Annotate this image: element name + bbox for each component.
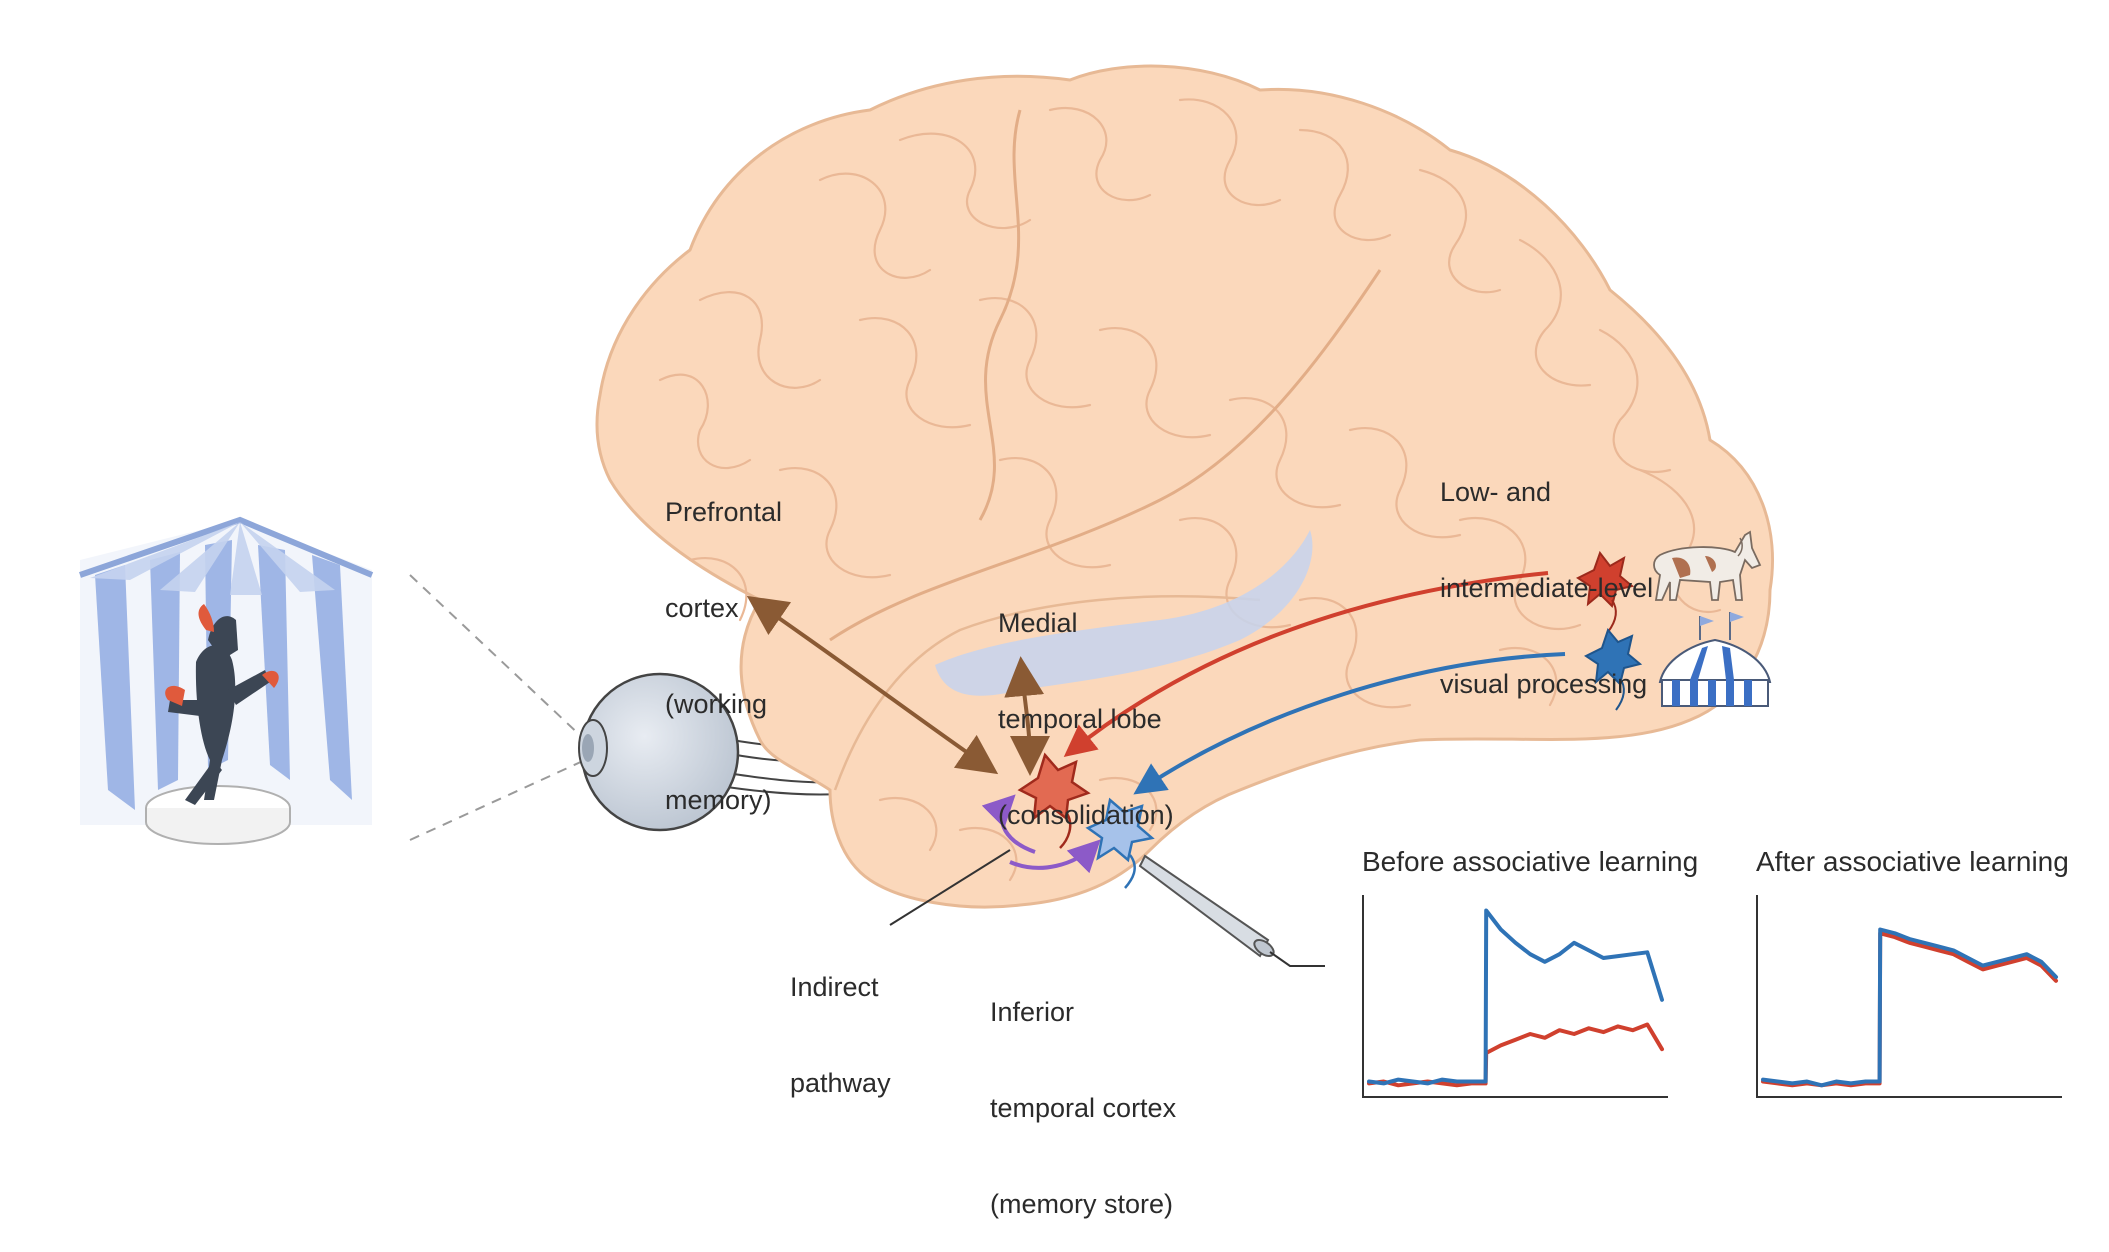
eye [578,672,740,832]
indirect-arrow-up [981,794,1036,854]
medial-temporal-lobe-region [935,530,1313,696]
chart-title-before: Before associative learning [1362,846,1699,877]
series-line-blue [1367,908,1664,1086]
indirect-arrow-right [1009,839,1101,874]
tent-neuron-itc [1085,797,1155,889]
horse-plume-2 [262,670,279,688]
label-visual-processing: Low- and intermediate-level visual proce… [1440,477,1654,699]
chart-axes [1362,895,1668,1098]
label-inferior-temporal-cortex: Inferior temporal cortex (memory store) [990,997,1177,1219]
series-line-blue [1761,927,2058,1088]
mtl-arrow [1004,656,1050,776]
chart-axes [1756,895,2062,1098]
chart-after-learning [1756,895,2062,1098]
central-sulcus [978,109,1022,521]
indirect-leader-line [889,849,1011,926]
horse-neuron-itc [1017,752,1091,849]
label-indirect-pathway: Indirect pathway [790,972,891,1098]
chart-title-after: After associative learning [1756,846,2069,877]
tent-top-stripes [90,522,335,595]
sight-lines [409,574,586,841]
tent-pathway-arrow [1133,652,1566,795]
tent-icon [1658,612,1772,707]
label-medial-temporal-lobe: Medial temporal lobe (consolidation) [998,608,1174,830]
lateral-fissure [829,269,1382,642]
series-line-red [1367,1022,1664,1088]
brain-memory-diagram [40,64,2062,1098]
prefrontal-arrow [746,595,999,775]
circus-tent-scene [40,500,400,910]
horse-plume [165,685,185,706]
horse-neuron-visual [1576,550,1635,633]
horse-mane [198,604,214,632]
tent-neuron-visual [1584,627,1643,711]
horse-pathway-arrow [1063,571,1549,757]
horse-icon [1653,530,1762,601]
recording-electrode [1138,854,1325,967]
rearing-horse [168,616,270,805]
label-prefrontal-cortex: Prefrontal cortex (working memory) [665,497,783,815]
chart-before-learning [1362,895,1668,1098]
